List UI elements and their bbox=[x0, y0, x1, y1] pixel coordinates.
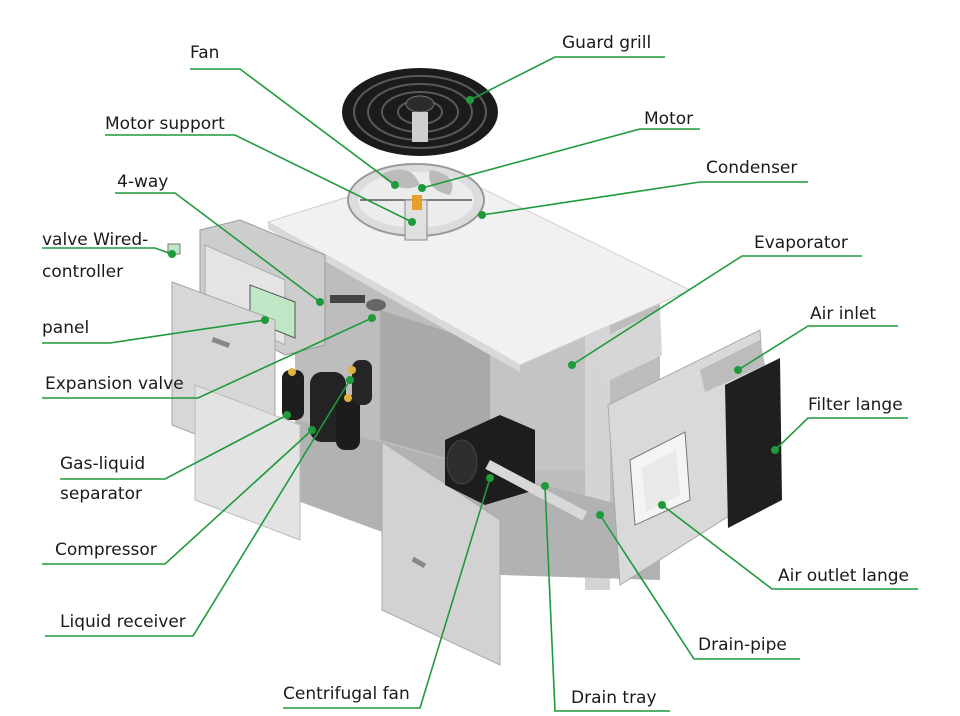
label-air-inlet: Air inlet bbox=[810, 304, 877, 324]
label-motor: Motor bbox=[644, 109, 694, 129]
label-centrifugal-fan: Centrifugal fan bbox=[283, 684, 410, 704]
label-drain-tray: Drain tray bbox=[571, 688, 657, 708]
label-liquid-receiver: Liquid receiver bbox=[60, 612, 186, 632]
leader-lines bbox=[42, 56, 918, 712]
label-expansion-valve: Expansion valve bbox=[45, 374, 184, 394]
label-fan: Fan bbox=[190, 43, 220, 63]
label-4-way: 4-way bbox=[117, 172, 169, 192]
side-panels bbox=[598, 310, 782, 586]
label-drain-pipe: Drain-pipe bbox=[698, 635, 787, 655]
label-evaporator: Evaporator bbox=[754, 233, 848, 253]
label-motor-support: Motor support bbox=[105, 114, 225, 134]
label-gas-liquid: Gas-liquid bbox=[60, 454, 146, 474]
label-panel: panel bbox=[42, 318, 90, 338]
front-panel bbox=[381, 415, 588, 666]
label-air-outlet-lange: Air outlet lange bbox=[778, 566, 910, 586]
label-filter-lange: Filter lange bbox=[808, 395, 903, 415]
compressor-group bbox=[282, 295, 386, 450]
fan-assembly bbox=[342, 68, 498, 241]
label-controller: controller bbox=[42, 262, 124, 282]
label-valve-wired: valve Wired- bbox=[42, 230, 149, 250]
label-condenser: Condenser bbox=[706, 158, 798, 178]
label-compressor: Compressor bbox=[55, 540, 157, 560]
control-cabinet bbox=[167, 219, 326, 541]
label-separator: separator bbox=[60, 484, 142, 504]
label-guard-grill: Guard grill bbox=[562, 33, 652, 53]
